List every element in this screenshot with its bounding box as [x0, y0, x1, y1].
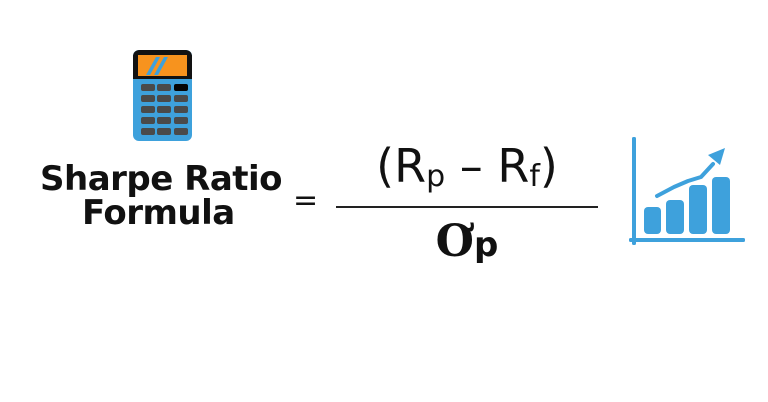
calculator-key [174, 128, 188, 135]
risk-free-rate-symbol: R [497, 139, 530, 193]
open-paren: ( [376, 139, 395, 193]
calculator-key [174, 84, 188, 91]
minus-sign: – [459, 139, 483, 193]
fraction-bar [336, 206, 598, 208]
calculator-key [141, 84, 155, 91]
calculator-key [141, 117, 155, 124]
calculator-key [141, 95, 155, 102]
calculator-key [141, 106, 155, 113]
formula-title: Sharpe Ratio Formula [40, 162, 290, 230]
calculator-key [174, 117, 188, 124]
calculator-key [174, 106, 188, 113]
std-dev-symbol: Ơ [435, 216, 474, 267]
calculator-key [157, 117, 171, 124]
portfolio-return-subscript: p [426, 159, 446, 194]
calculator-screen [138, 55, 187, 76]
screen-glare-icon [146, 57, 168, 75]
equals-sign: = [293, 183, 319, 218]
calculator-key [157, 84, 171, 91]
calculator-key [157, 95, 171, 102]
calculator-key [174, 95, 188, 102]
portfolio-return-symbol: R [394, 139, 427, 193]
calculator-key [157, 106, 171, 113]
bar-chart-growth-icon [629, 137, 745, 245]
calculator-key [157, 128, 171, 135]
formula-numerator: (Rp – Rf) [336, 138, 598, 205]
risk-free-rate-subscript: f [529, 159, 540, 194]
calculator-icon [133, 50, 192, 141]
close-paren: ) [539, 139, 558, 193]
title-line-1: Sharpe Ratio [40, 159, 283, 199]
title-line-2: Formula [82, 193, 235, 233]
std-dev-subscript: p [473, 225, 499, 265]
formula-denominator: Ơp [336, 214, 598, 273]
calculator-key [141, 128, 155, 135]
